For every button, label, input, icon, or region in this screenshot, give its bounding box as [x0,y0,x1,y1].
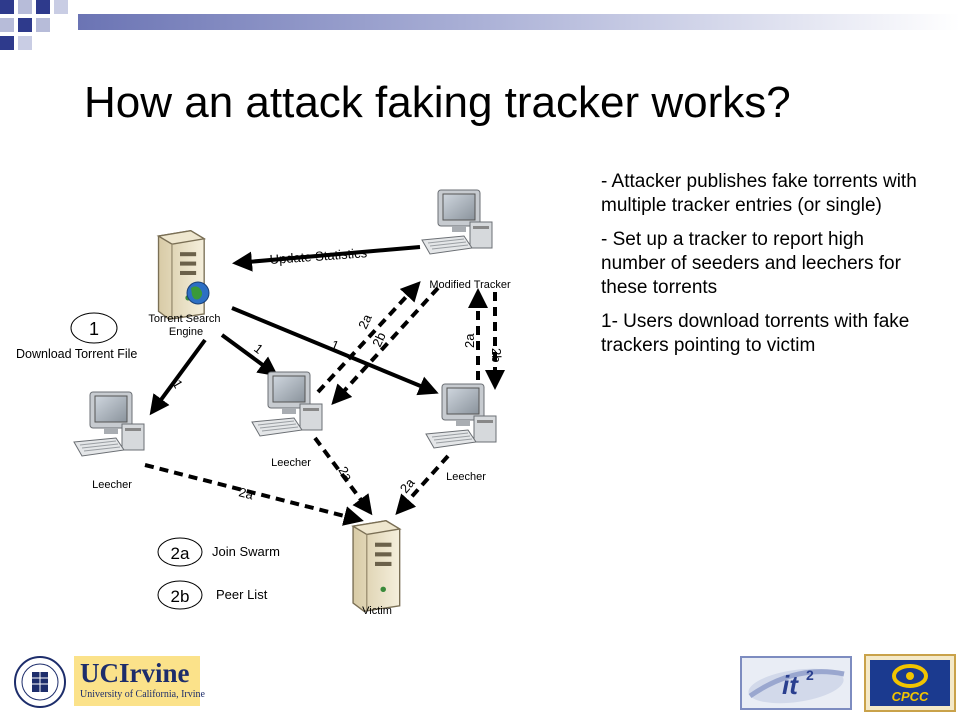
legend-badge-text: 1 [89,319,99,339]
it2-logo: it 2 [740,656,852,710]
cpcc-logo: CPCC [864,654,956,712]
search-engine-server-icon [157,230,205,320]
search-engine-label-line1: Torrent Search [148,313,220,325]
it2-logo-text: it [782,670,799,700]
legend-badge-text: 2b [171,587,190,606]
edge-label-step1: 1 [169,377,186,391]
legend-label: Peer List [216,587,268,602]
it2-logo-superscript: 2 [806,667,814,683]
search-engine-label-line2: Engine [169,326,203,338]
leecher-computer-icon [251,371,323,437]
edge-label-step2a: 2a [355,311,375,331]
bullet-list: - Attacker publishes fake torrents with … [601,170,921,368]
edge-label-update-statistics: Update Statistics [269,245,368,267]
bullet-item: - Attacker publishes fake torrents with … [601,171,917,216]
victim-label: Victim [362,605,392,617]
uci-seal-icon [14,656,66,708]
leecher-computer-icon [425,383,497,449]
legend-label: Join Swarm [212,544,280,559]
legend-label: Download Torrent File [16,347,137,361]
edge-label-step2a: 2a [237,484,255,502]
leecher-label: Leecher [92,479,132,491]
victim-server-icon [352,520,401,612]
uci-logo-name: UCIrvine [80,658,190,688]
leecher-label: Leecher [446,471,486,483]
edge-label-step1: 1 [251,341,266,357]
corner-decoration [0,0,68,50]
uci-logo-subtitle: University of California, Irvine [80,689,205,700]
bullet-item: - Set up a tracker to report high number… [601,229,901,298]
leecher-computer-icon [73,391,145,457]
uci-logo: UCIrvine University of California, Irvin… [74,656,205,706]
cpcc-logo-text: CPCC [892,689,929,704]
title-bar-decoration [78,14,960,30]
attack-diagram: Update Statistics 1 1 1 2a 2b 2a 2b 2a 2… [16,189,511,617]
tracker-computer-icon [421,189,493,255]
legend-badge [157,537,203,567]
legend-badge [70,312,118,344]
bullet-item: 1- Users download torrents with fake tra… [601,311,910,356]
search-engine-label: Torrent Search Engine [148,313,223,338]
edge-label-step2b: 2b [369,330,389,349]
tracker-label: Modified Tracker [429,279,511,291]
slide-title: How an attack faking tracker works? [84,78,791,127]
edge-label-step2a: 2a [462,333,477,348]
edge-label-step2b: 2b [489,348,504,362]
legend-badge [157,580,203,610]
leecher-label: Leecher [271,457,311,469]
legend-badge-text: 2a [171,544,190,563]
